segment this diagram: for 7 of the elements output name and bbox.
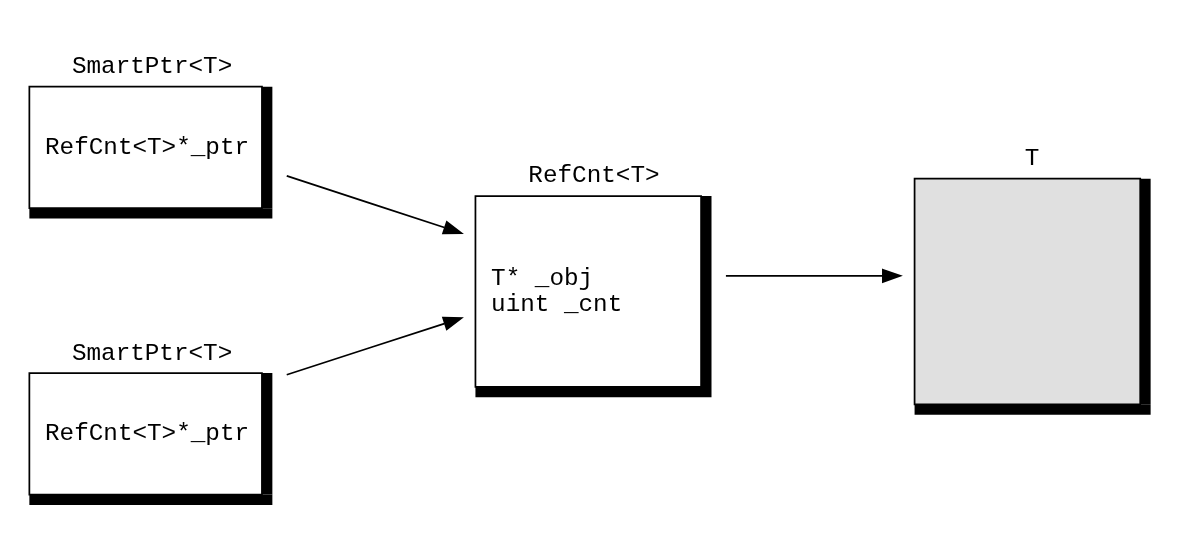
node-label: SmartPtr<T> [71,339,233,367]
node-label: SmartPtr<T> [71,52,233,80]
node-label: T [1024,144,1040,172]
node-label: RefCnt<T> [528,161,660,189]
arrow [285,316,464,376]
arrow [285,174,464,234]
arrow [725,268,903,283]
